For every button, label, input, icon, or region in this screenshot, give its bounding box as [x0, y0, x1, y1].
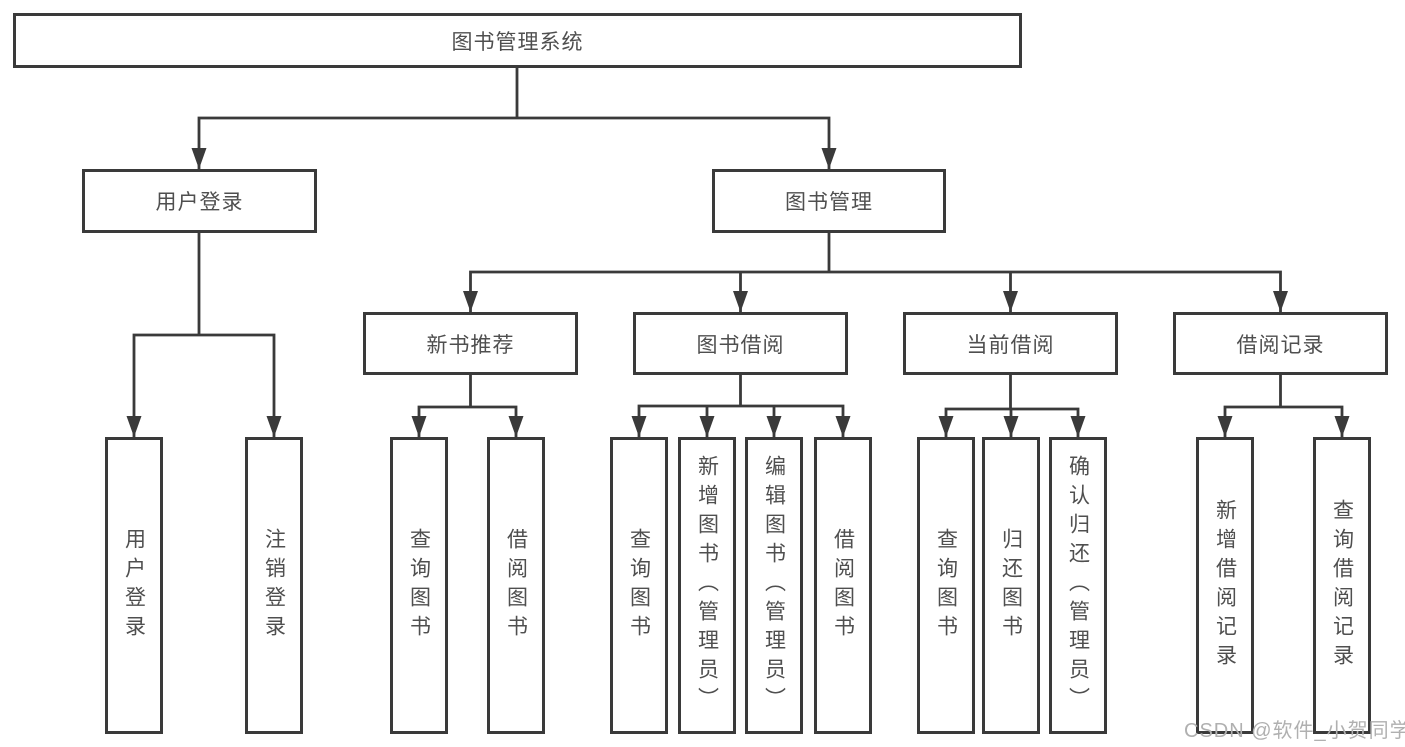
node-label: 借阅图书 — [831, 527, 855, 644]
node-label: 查询图书 — [407, 527, 431, 644]
leaf-cb-return-book: 归还图书 — [982, 437, 1040, 734]
node-label: 查询图书 — [627, 527, 651, 644]
arrowhead-icon — [266, 416, 282, 437]
arrowhead-icon — [1003, 291, 1018, 312]
leaf-nbr-query-book: 查询图书 — [390, 437, 448, 734]
leaf-cb-confirm-return-admin: 确认归还（管理员） — [1049, 437, 1107, 734]
leaf-bb-add-book-admin: 新增图书（管理员） — [678, 437, 736, 734]
node-label: 当前借阅 — [966, 333, 1055, 357]
arrowhead-icon — [1217, 416, 1233, 437]
leaf-bb-edit-book-admin: 编辑图书（管理员） — [745, 437, 803, 734]
node-book-management: 图书管理 — [712, 169, 946, 233]
arrowhead-icon — [191, 148, 207, 169]
connector-userlogin-to-leaves — [132, 231, 276, 439]
connector-root-to-level2 — [197, 66, 831, 171]
connector-bookmgmt-to-level3 — [469, 231, 1282, 314]
arrowhead-icon — [631, 416, 647, 437]
node-label: 图书借阅 — [696, 333, 785, 357]
arrowhead-icon — [938, 416, 954, 437]
leaf-cb-query-book: 查询图书 — [917, 437, 975, 734]
node-label: 归还图书 — [999, 527, 1023, 644]
connector-bookborrow-to-leaves — [637, 373, 845, 439]
arrowhead-icon — [1070, 416, 1086, 437]
arrowhead-icon — [1003, 416, 1019, 437]
node-label: 确认归还（管理员） — [1066, 455, 1090, 716]
node-label: 新增借阅记录 — [1213, 498, 1237, 673]
arrowhead-icon — [733, 291, 748, 312]
node-borrow-records: 借阅记录 — [1173, 312, 1388, 375]
arrowhead-icon — [835, 416, 851, 437]
arrowhead-icon — [1334, 416, 1350, 437]
leaf-bb-query-book: 查询图书 — [610, 437, 668, 734]
arrowhead-icon — [699, 416, 715, 437]
connector-newbookrec-to-leaves — [417, 373, 518, 439]
node-label: 编辑图书（管理员） — [762, 455, 786, 716]
node-current-borrowing: 当前借阅 — [903, 312, 1118, 375]
arrowhead-icon — [126, 416, 142, 437]
leaf-logout: 注销登录 — [245, 437, 303, 734]
node-label: 新增图书（管理员） — [695, 455, 719, 716]
leaf-user-login: 用户登录 — [105, 437, 163, 734]
arrowhead-icon — [1273, 291, 1288, 312]
arrowhead-icon — [766, 416, 782, 437]
node-label: 借阅记录 — [1236, 333, 1325, 357]
node-book-borrowing: 图书借阅 — [633, 312, 848, 375]
leaf-nbr-borrow-book: 借阅图书 — [487, 437, 545, 734]
node-label: 查询借阅记录 — [1330, 498, 1354, 673]
node-user-login: 用户登录 — [82, 169, 317, 233]
connector-borrowrecords-to-leaves — [1223, 373, 1344, 439]
node-label: 用户登录 — [155, 191, 244, 214]
leaf-br-query-record: 查询借阅记录 — [1313, 437, 1371, 734]
node-new-book-recommend: 新书推荐 — [363, 312, 578, 375]
node-root-system: 图书管理系统 — [13, 13, 1022, 68]
leaf-br-add-record: 新增借阅记录 — [1196, 437, 1254, 734]
node-label: 图书管理 — [785, 191, 873, 214]
arrowhead-icon — [411, 416, 427, 437]
arrowhead-icon — [508, 416, 524, 437]
node-label: 新书推荐 — [426, 333, 515, 357]
node-label: 借阅图书 — [504, 527, 528, 644]
node-label: 图书管理系统 — [451, 30, 584, 54]
arrowhead-icon — [463, 291, 478, 312]
node-label: 查询图书 — [934, 527, 958, 644]
node-label: 用户登录 — [122, 527, 146, 644]
leaf-bb-borrow-book: 借阅图书 — [814, 437, 872, 734]
node-label: 注销登录 — [262, 527, 286, 644]
arrowhead-icon — [821, 148, 837, 169]
